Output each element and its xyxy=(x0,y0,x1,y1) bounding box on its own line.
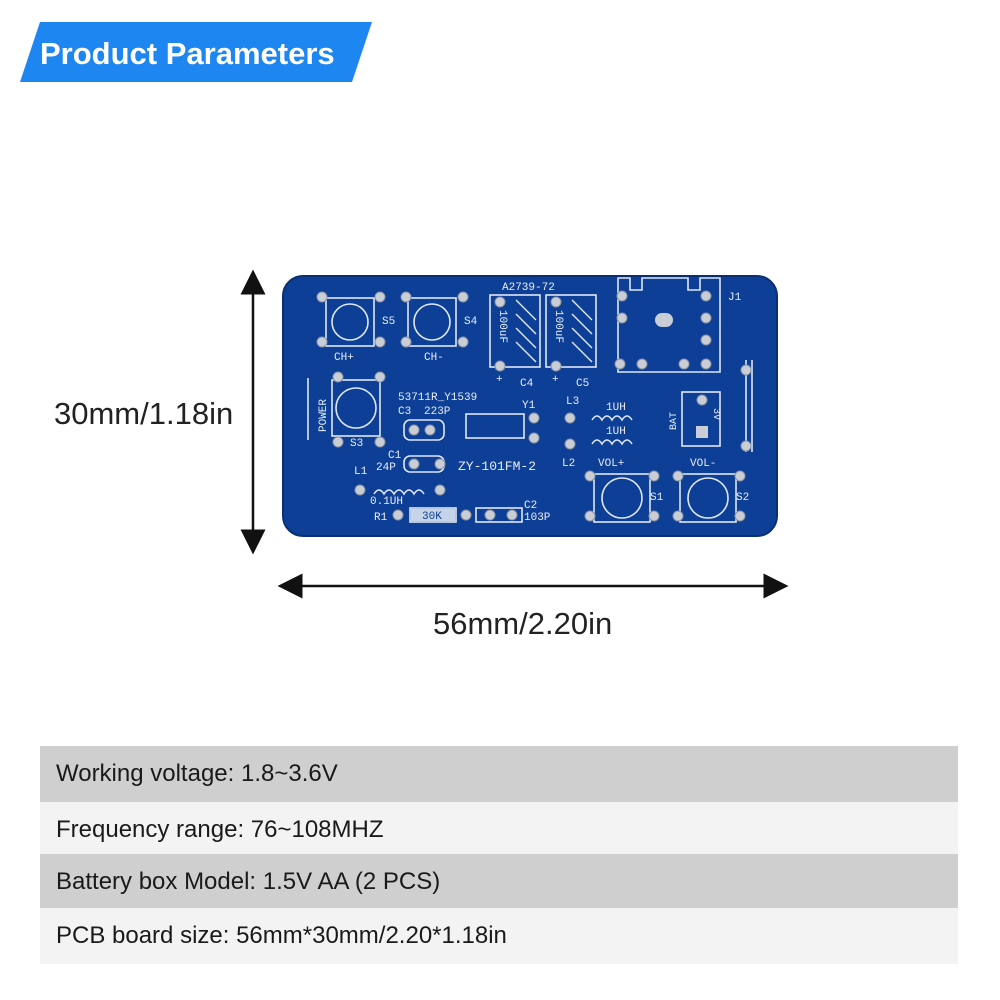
solder-pads xyxy=(316,290,752,522)
pcb-label-vol-minus: VOL- xyxy=(690,458,716,470)
pcb-label-c1: C1 xyxy=(388,450,402,462)
width-dimension-label: 56mm/2.20in xyxy=(433,606,613,641)
pcb-label-c3: C3 xyxy=(398,406,411,418)
pcb-label-c1val: 24P xyxy=(376,462,396,474)
spec-row-battery-box: Battery box Model: 1.5V AA (2 PCS) xyxy=(40,854,958,910)
pcb-label-j1: J1 xyxy=(728,292,742,304)
pcb-illustration: A2739-72 J1 S5 S4 CH+ CH- C4 C5 + + S3 5… xyxy=(240,269,789,599)
pcb-label-3v: 3V xyxy=(710,408,721,420)
pcb-label-model-top: A2739-72 xyxy=(502,282,555,294)
pcb-label-c2: C2 xyxy=(524,500,537,512)
pcb-label-l3: L3 xyxy=(566,396,579,408)
title-banner xyxy=(20,22,372,82)
pcb-label-c3val: 223P xyxy=(424,406,451,418)
spec-row-working-voltage: Working voltage: 1.8~3.6V xyxy=(40,746,958,802)
height-dimension-label: 30mm/1.18in xyxy=(54,396,234,431)
capacitor-hatch xyxy=(515,299,593,363)
pcb-label-l1: L1 xyxy=(354,466,368,478)
pcb-label-s3: S3 xyxy=(350,438,363,450)
pcb-label-ch-plus: CH+ xyxy=(334,352,354,364)
spec-row-pcb-size: PCB board size: 56mm*30mm/2.20*1.18in xyxy=(40,908,958,964)
pcb-label-r1: R1 xyxy=(374,512,388,524)
pcb-label-plus2: + xyxy=(552,374,559,386)
inductor-coils xyxy=(373,415,633,496)
pcb-label-r1val-over: 30K xyxy=(422,511,442,523)
pcb-label-bat: BAT xyxy=(669,412,680,430)
pcb-label-ind2: 1UH xyxy=(606,426,626,438)
pcb-label-ind1: 1UH xyxy=(606,402,626,414)
pcb-label-model: ZY-101FM-2 xyxy=(458,459,536,474)
pcb-label-s2: S2 xyxy=(736,492,749,504)
pcb-label-power: POWER xyxy=(318,399,330,432)
pcb-label-s1: S1 xyxy=(650,492,664,504)
pcb-label-ind3: 0.1UH xyxy=(370,496,403,508)
pcb-label-c2val: 103P xyxy=(524,512,551,524)
pcb-label-c5: C5 xyxy=(576,378,589,390)
pcb-label-chip: 53711R_Y1539 xyxy=(398,392,477,404)
silkscreen-labels: A2739-72 J1 S5 S4 CH+ CH- C4 C5 + + S3 5… xyxy=(334,282,749,524)
pcb-label-ch-minus: CH- xyxy=(424,352,444,364)
pcb-board-edge xyxy=(282,275,778,537)
switch-buttons xyxy=(331,303,729,519)
pcb-label-c4: C4 xyxy=(520,378,534,390)
title-banner-shape xyxy=(20,22,372,82)
pcb-label-cap1: 100uF xyxy=(496,310,508,343)
bat-square-pad xyxy=(696,426,708,438)
pcb-label-s4: S4 xyxy=(464,316,478,328)
spec-row-frequency-range: Frequency range: 76~108MHZ xyxy=(40,802,958,858)
j1-slot xyxy=(655,313,673,327)
pcb-label-plus1: + xyxy=(496,374,503,386)
pcb-label-s5: S5 xyxy=(382,316,395,328)
page-title: Product Parameters xyxy=(40,36,335,71)
pcb-label-vol-plus: VOL+ xyxy=(598,458,624,470)
pcb-label-y1: Y1 xyxy=(522,400,536,412)
r1-body xyxy=(411,509,455,521)
pcb-label-cap2: 100uF xyxy=(552,310,564,343)
pcb-label-l2: L2 xyxy=(562,458,575,470)
